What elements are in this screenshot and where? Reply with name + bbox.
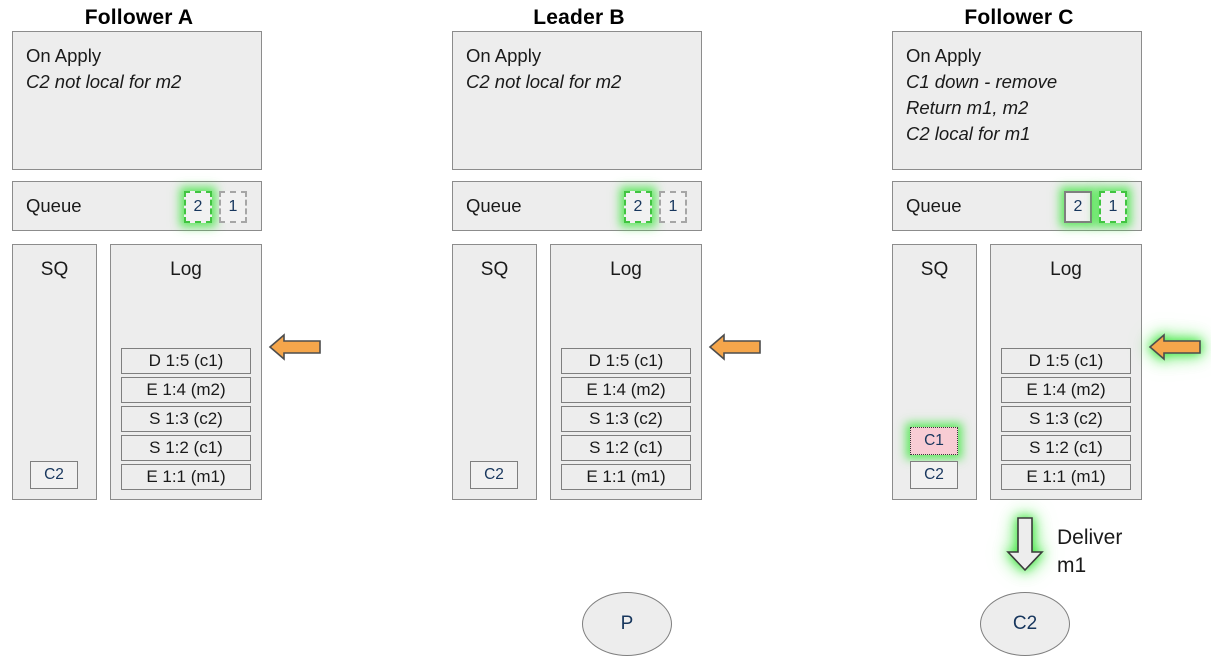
deliver-label: Deliver m1 (1057, 524, 1177, 580)
sq-item[interactable]: C2 (470, 461, 518, 489)
on-apply-line: C1 down - remove (906, 71, 1058, 92)
sq-item[interactable]: C2 (30, 461, 78, 489)
sq-item[interactable]: C2 (910, 461, 958, 489)
deliver-arrow-down-icon (1006, 516, 1044, 572)
node-panel-follower-c: Follower C On Apply C1 down - remove Ret… (880, 0, 1201, 669)
log-box: Log D 1:5 (c1) E 1:4 (m2) S 1:3 (c2) S 1… (550, 244, 702, 500)
log-entry[interactable]: E 1:4 (m2) (121, 377, 251, 403)
deliver-label-line1: Deliver (1057, 526, 1123, 549)
sq-title: SQ (920, 259, 949, 280)
on-apply-line: C2 local for m1 (906, 123, 1031, 144)
log-entry[interactable]: E 1:1 (m1) (121, 464, 251, 490)
sq-box: SQ C1 C2 (892, 244, 977, 500)
sq-item-highlighted[interactable]: C1 (910, 427, 958, 455)
page-title: Follower C (964, 6, 1074, 29)
queue-label: Queue (906, 195, 962, 216)
log-entry[interactable]: D 1:5 (c1) (561, 348, 691, 374)
log-entry[interactable]: E 1:4 (m2) (1001, 377, 1131, 403)
queue-slot[interactable]: 2 (624, 191, 652, 223)
on-apply-box: On Apply C2 not local for m2 (12, 31, 262, 170)
log-title: Log (1050, 259, 1082, 280)
page-title: Leader B (533, 6, 625, 29)
sq-box: SQ C2 (452, 244, 537, 500)
sq-title: SQ (40, 259, 69, 280)
consumer-node[interactable]: C2 (980, 592, 1070, 656)
queue-label: Queue (26, 195, 82, 216)
queue-box: Queue 2 1 (12, 181, 262, 231)
log-entry[interactable]: S 1:2 (c1) (121, 435, 251, 461)
log-entry[interactable]: E 1:1 (m1) (561, 464, 691, 490)
on-apply-header: On Apply (466, 45, 542, 66)
log-entry[interactable]: S 1:3 (c2) (1001, 406, 1131, 432)
append-arrow-left-icon (708, 332, 762, 362)
log-entry[interactable]: S 1:2 (c1) (561, 435, 691, 461)
queue-box: Queue 2 1 (892, 181, 1142, 231)
page-title: Follower A (84, 6, 194, 29)
on-apply-line: C2 not local for m2 (466, 71, 622, 92)
log-entry[interactable]: D 1:5 (c1) (121, 348, 251, 374)
log-entry[interactable]: D 1:5 (c1) (1001, 348, 1131, 374)
on-apply-line: C2 not local for m2 (26, 71, 182, 92)
log-box: Log D 1:5 (c1) E 1:4 (m2) S 1:3 (c2) S 1… (990, 244, 1142, 500)
log-entry-list: D 1:5 (c1) E 1:4 (m2) S 1:3 (c2) S 1:2 (… (121, 348, 251, 490)
sq-title: SQ (480, 259, 509, 280)
log-entry-list: D 1:5 (c1) E 1:4 (m2) S 1:3 (c2) S 1:2 (… (1001, 348, 1131, 490)
on-apply-box: On Apply C1 down - remove Return m1, m2 … (892, 31, 1142, 170)
node-panel-leader-b: Leader B On Apply C2 not local for m2 Qu… (440, 0, 761, 669)
queue-slots: 2 1 (1064, 191, 1127, 223)
queue-slot[interactable]: 1 (1099, 191, 1127, 223)
log-entry[interactable]: S 1:3 (c2) (561, 406, 691, 432)
log-entry[interactable]: S 1:2 (c1) (1001, 435, 1131, 461)
log-box: Log D 1:5 (c1) E 1:4 (m2) S 1:3 (c2) S 1… (110, 244, 262, 500)
on-apply-box: On Apply C2 not local for m2 (452, 31, 702, 170)
append-arrow-left-icon (1148, 332, 1202, 362)
producer-node[interactable]: P (582, 592, 672, 656)
queue-slots: 2 1 (624, 191, 687, 223)
queue-box: Queue 2 1 (452, 181, 702, 231)
deliver-label-line2: m1 (1057, 554, 1087, 577)
log-title: Log (170, 259, 202, 280)
queue-label: Queue (466, 195, 522, 216)
log-title: Log (610, 259, 642, 280)
queue-slot[interactable]: 1 (659, 191, 687, 223)
log-entry-list: D 1:5 (c1) E 1:4 (m2) S 1:3 (c2) S 1:2 (… (561, 348, 691, 490)
on-apply-header: On Apply (26, 45, 102, 66)
on-apply-line: Return m1, m2 (906, 97, 1029, 118)
queue-slots: 2 1 (184, 191, 247, 223)
queue-slot[interactable]: 2 (1064, 191, 1092, 223)
queue-slot[interactable]: 2 (184, 191, 212, 223)
log-entry[interactable]: E 1:4 (m2) (561, 377, 691, 403)
append-arrow-left-icon (268, 332, 322, 362)
on-apply-header: On Apply (906, 45, 982, 66)
sq-box: SQ C2 (12, 244, 97, 500)
node-panel-follower-a: Follower A On Apply C2 not local for m2 … (0, 0, 321, 669)
log-entry[interactable]: E 1:1 (m1) (1001, 464, 1131, 490)
queue-slot[interactable]: 1 (219, 191, 247, 223)
log-entry[interactable]: S 1:3 (c2) (121, 406, 251, 432)
